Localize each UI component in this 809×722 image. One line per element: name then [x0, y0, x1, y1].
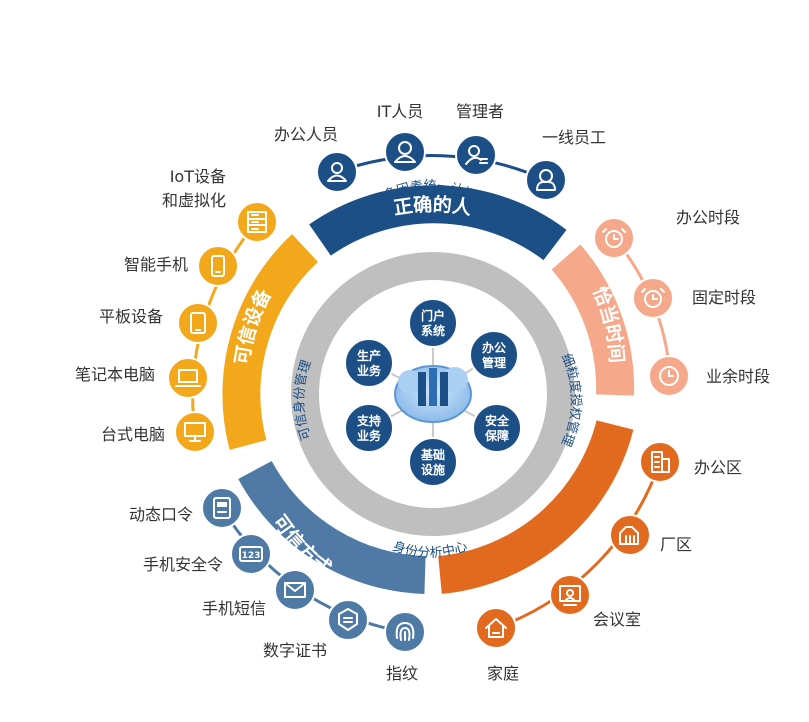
- module-label-line2: 设施: [421, 462, 445, 477]
- item-label: 数字证书: [263, 641, 327, 660]
- module-label-line1: 支持: [356, 413, 381, 428]
- user-icon: [384, 131, 426, 173]
- item-label-line2: 和虚拟化: [162, 191, 226, 210]
- item-label: 家庭: [487, 664, 519, 683]
- segment-time: [551, 244, 635, 396]
- item-place-0: 办公区: [639, 441, 742, 483]
- item-label: 厂区: [660, 535, 692, 554]
- item-label: 固定时段: [692, 288, 756, 307]
- svg-text:123: 123: [242, 551, 261, 561]
- item-device-3: 笔记本电脑: [75, 357, 209, 399]
- number-code-icon: 123: [230, 533, 272, 575]
- office-building-icon: [639, 441, 681, 483]
- module-label-line1: 生产: [357, 348, 381, 363]
- item-label: 手机安全令: [143, 555, 223, 574]
- item-method-3: 数字证书: [263, 599, 369, 660]
- item-time-1: 固定时段: [632, 277, 756, 319]
- item-time-2: 业余时段: [648, 355, 770, 397]
- alarm-clock-icon: [632, 277, 674, 319]
- alarm-clock-icon: [593, 217, 635, 259]
- user-manager-icon: [455, 134, 497, 176]
- item-device-1: 智能手机: [124, 245, 239, 287]
- module-label-line1: 安全: [485, 413, 510, 428]
- item-label: 台式电脑: [101, 425, 165, 444]
- inner-label-bottom: 身份分析中心: [391, 538, 470, 561]
- item-time-0: 办公时段: [593, 208, 740, 259]
- item-label: IT人员: [377, 102, 424, 121]
- item-place-2: 会议室: [549, 574, 641, 629]
- tablet-icon: [177, 302, 219, 344]
- module-label-line1: 办公: [482, 340, 506, 355]
- factory-icon: [609, 514, 651, 556]
- people-connector-arc: [336, 154, 547, 182]
- item-method-2: 手机短信: [202, 569, 316, 618]
- item-device-2: 平板设备: [99, 302, 219, 344]
- smartphone-icon: [197, 245, 239, 287]
- module-label-line1: 基础: [420, 447, 445, 462]
- segment-people: [309, 185, 567, 261]
- clock-icon: [648, 355, 690, 397]
- inner-gray-ring: [291, 252, 575, 536]
- server-rack-icon: [236, 201, 278, 243]
- outer-ring: [222, 185, 635, 594]
- module-label-line2: 管理: [482, 355, 506, 370]
- item-label: 办公区: [694, 458, 742, 477]
- item-label: 管理者: [456, 102, 504, 121]
- item-method-4: 指纹: [384, 611, 426, 683]
- item-method-1: 123 手机安全令: [143, 533, 272, 575]
- item-device-4: 台式电脑: [101, 411, 216, 453]
- item-label: IoT设备: [170, 167, 226, 186]
- item-place-1: 厂区: [609, 514, 692, 556]
- item-label: 指纹: [386, 664, 418, 683]
- item-label: 智能手机: [124, 255, 188, 274]
- item-people-2: 管理者: [455, 102, 504, 176]
- item-people-1: IT人员: [377, 102, 426, 173]
- home-icon: [475, 607, 517, 649]
- item-people-0: 办公人员: [274, 125, 358, 193]
- otp-token-icon: [201, 487, 243, 529]
- item-label: 动态口令: [129, 505, 193, 524]
- item-label: 会议室: [593, 610, 641, 629]
- module-label-line2: 业务: [357, 428, 382, 443]
- certificate-badge-icon: [327, 599, 369, 641]
- module-label-line2: 保障: [484, 428, 509, 443]
- item-label: 办公时段: [676, 208, 740, 227]
- item-label: 手机短信: [202, 599, 266, 618]
- user-outline-icon: [525, 159, 567, 201]
- place-connector-arc: [495, 461, 662, 630]
- envelope-icon: [274, 569, 316, 611]
- desktop-monitor-icon: [174, 411, 216, 453]
- item-label: 笔记本电脑: [75, 365, 155, 384]
- segment-place: [437, 420, 634, 594]
- item-people-3: 一线员工: [525, 128, 606, 201]
- item-method-0: 动态口令: [129, 487, 243, 529]
- segment-device: [222, 234, 319, 450]
- item-place-3: 家庭: [475, 607, 519, 683]
- user-location-icon: [316, 151, 358, 193]
- segment-method: [238, 460, 426, 594]
- item-label: 业余时段: [706, 367, 770, 386]
- fingerprint-icon: [384, 611, 426, 653]
- item-label: 平板设备: [99, 307, 163, 326]
- laptop-icon: [167, 357, 209, 399]
- module-label-line2: 业务: [357, 363, 382, 378]
- module-label-line2: 系统: [421, 323, 445, 338]
- meeting-room-icon: [549, 574, 591, 616]
- item-label: 办公人员: [274, 125, 338, 144]
- cloud-server-icon: [394, 365, 472, 423]
- module-label-line1: 门户: [421, 308, 445, 323]
- item-label: 一线员工: [542, 128, 606, 147]
